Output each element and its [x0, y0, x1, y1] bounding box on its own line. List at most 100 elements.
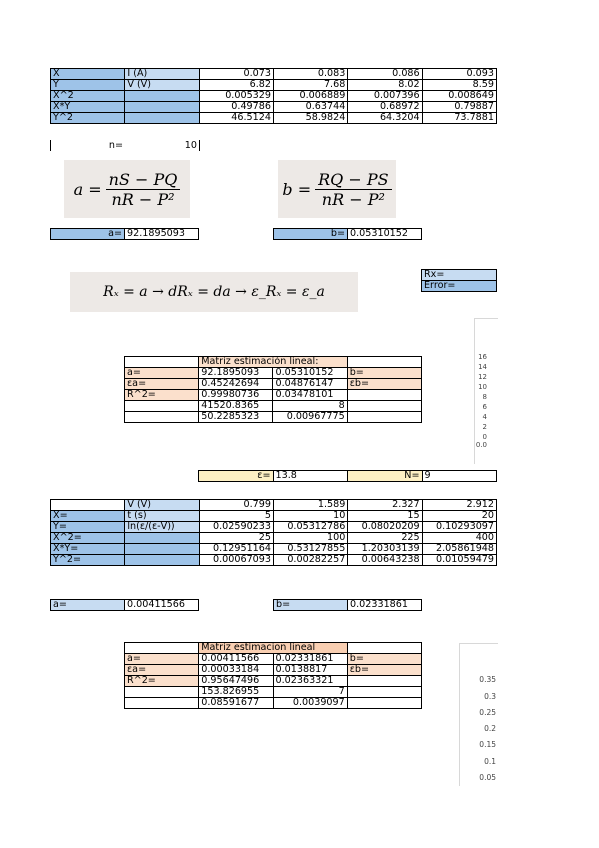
cell[interactable]: 0.799 [198, 499, 274, 511]
b-value[interactable]: 0.05310152 [347, 228, 422, 240]
cell[interactable]: 0.008649 [421, 90, 498, 102]
n-label[interactable]: n= [108, 140, 123, 151]
n-big-value[interactable]: 9 [421, 470, 497, 482]
cell[interactable]: 0.99980736 [198, 389, 274, 401]
row-sub[interactable] [124, 554, 200, 566]
cell[interactable]: 0.00967775 [272, 411, 348, 423]
matriz-label[interactable]: εa= [123, 664, 200, 676]
cell[interactable]: 0.04876147 [272, 378, 348, 390]
cell[interactable]: 0.00282257 [272, 554, 349, 566]
cell[interactable]: 100 [272, 532, 349, 544]
matriz-label[interactable]: a= [123, 367, 200, 379]
cell[interactable]: 1.589 [272, 499, 349, 511]
matriz-label[interactable]: R^2= [123, 675, 200, 687]
cell[interactable]: 0.00067093 [198, 554, 274, 566]
row-sub[interactable] [124, 543, 200, 555]
row-sub[interactable] [124, 90, 200, 102]
cell[interactable]: 41520.8365 [198, 400, 274, 412]
matriz-2-title[interactable]: Matriz estimacion lineal [198, 642, 348, 654]
n-big-label[interactable]: N= [347, 470, 423, 482]
cell[interactable]: 0.08020209 [347, 521, 423, 533]
cell[interactable]: 73.7881 [421, 112, 498, 124]
cell[interactable]: 0.0138817 [272, 664, 348, 676]
cell[interactable]: 20 [421, 510, 498, 522]
row-sub[interactable] [124, 101, 200, 113]
cell[interactable]: 46.5124 [198, 112, 274, 124]
row-label[interactable]: X*Y= [49, 543, 126, 555]
cell[interactable]: 10 [272, 510, 349, 522]
cell[interactable]: 8 [272, 400, 348, 412]
row-label[interactable]: Y= [49, 521, 126, 533]
cell[interactable]: 0.00033184 [198, 664, 274, 676]
cell[interactable]: 50.2285323 [198, 411, 274, 423]
cell[interactable]: 7 [272, 686, 348, 698]
matriz-label-right[interactable]: εb= [346, 378, 423, 390]
cell[interactable]: 0.083 [272, 68, 349, 80]
row-label[interactable]: X*Y [49, 101, 126, 113]
row-label[interactable]: X [49, 68, 126, 80]
cell[interactable]: 6.82 [198, 79, 274, 91]
matriz-label-right[interactable]: εb= [346, 664, 423, 676]
cell[interactable]: 0.49786 [198, 101, 274, 113]
cell[interactable]: 0.086 [347, 68, 423, 80]
cell[interactable]: 0.45242694 [198, 378, 274, 390]
row-sub[interactable]: ln(ε/(ε-V)) [124, 521, 200, 533]
a-value[interactable]: 0.00411566 [124, 599, 199, 611]
row-sub[interactable] [124, 112, 200, 124]
cell[interactable]: 0.00411566 [198, 653, 274, 665]
cell[interactable]: 0.006889 [272, 90, 349, 102]
cell[interactable]: 0.03478101 [272, 389, 348, 401]
cell[interactable]: 0.10293097 [421, 521, 498, 533]
cell[interactable]: 0.68972 [347, 101, 423, 113]
row-label[interactable]: Y [49, 79, 126, 91]
cell[interactable]: 2.912 [421, 499, 498, 511]
row-sub[interactable]: V (V) [124, 79, 200, 91]
epsilon-value[interactable]: 13.8 [272, 470, 348, 482]
row-sub[interactable]: t (s) [124, 510, 200, 522]
cell[interactable]: 0.12951164 [198, 543, 274, 555]
a-label[interactable]: a= [50, 228, 125, 240]
cell[interactable]: 400 [421, 532, 498, 544]
cell[interactable]: 0.02363321 [272, 675, 348, 687]
cell[interactable]: 0.093 [421, 68, 498, 80]
cell[interactable]: 0.05310152 [272, 367, 348, 379]
cell[interactable]: 0.02590233 [198, 521, 274, 533]
cell[interactable]: 0.53127855 [272, 543, 349, 555]
cell[interactable]: 58.9824 [272, 112, 349, 124]
cell[interactable]: 0.63744 [272, 101, 349, 113]
cell[interactable]: 0.02331861 [272, 653, 348, 665]
matriz-label-right[interactable]: b= [346, 653, 423, 665]
matriz-label[interactable]: εa= [123, 378, 200, 390]
matriz-label[interactable]: R^2= [123, 389, 200, 401]
error-label[interactable]: Error= [421, 280, 497, 292]
row-label[interactable]: X^2 [49, 90, 126, 102]
matriz-1-title[interactable]: Matriz estimación lineal: [198, 356, 348, 368]
cell[interactable]: 0.08591677 [198, 697, 274, 709]
cell[interactable]: 0.05312786 [272, 521, 349, 533]
b-value[interactable]: 0.02331861 [347, 599, 422, 611]
row-sub[interactable]: V (V) [124, 499, 200, 511]
b-label[interactable]: b= [273, 228, 348, 240]
cell[interactable]: 7.68 [272, 79, 349, 91]
cell[interactable]: 0.95647496 [198, 675, 274, 687]
cell[interactable]: 0.0039097 [272, 697, 348, 709]
row-label[interactable]: Y^2= [49, 554, 126, 566]
row-label[interactable]: Y^2 [49, 112, 126, 124]
matriz-label-right[interactable]: b= [346, 367, 423, 379]
a-label[interactable]: a= [50, 599, 125, 611]
n-value[interactable]: 10 [184, 140, 197, 151]
cell[interactable]: 0.073 [198, 68, 274, 80]
cell[interactable]: 5 [198, 510, 274, 522]
row-sub[interactable]: I (A) [124, 68, 200, 80]
b-label[interactable]: b= [273, 599, 348, 611]
cell[interactable]: 0.007396 [347, 90, 423, 102]
cell[interactable]: 0.79887 [421, 101, 498, 113]
row-label[interactable]: X^2= [49, 532, 126, 544]
cell[interactable]: 8.02 [347, 79, 423, 91]
row-label[interactable]: X= [49, 510, 126, 522]
epsilon-label[interactable]: ε= [198, 470, 274, 482]
cell[interactable]: 1.20303139 [347, 543, 423, 555]
cell[interactable]: 0.00643238 [347, 554, 423, 566]
cell[interactable]: 92.1895093 [198, 367, 274, 379]
matriz-label[interactable]: a= [123, 653, 200, 665]
